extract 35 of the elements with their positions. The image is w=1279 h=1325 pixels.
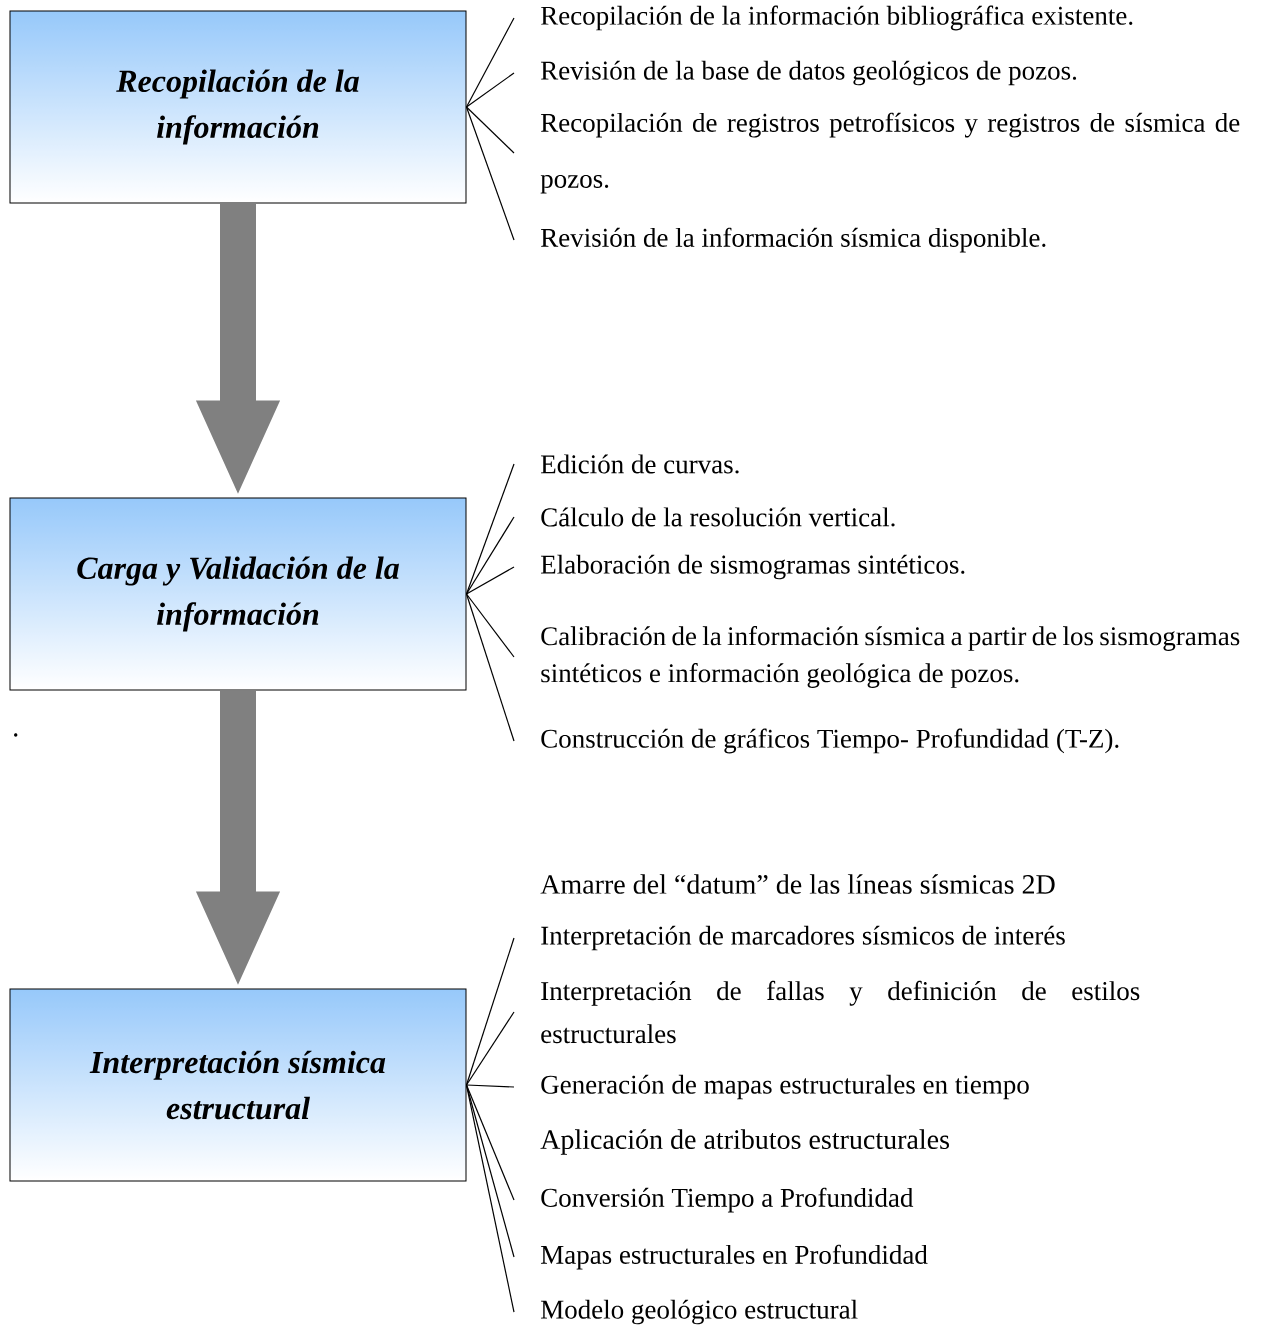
- item-text: Interpretación de marcadores sísmicos de interés: [541, 925, 1065, 951]
- leader-line: [465, 937, 515, 1086]
- leader-line: [465, 516, 515, 595]
- leader-line: [465, 1011, 515, 1086]
- leader-line: [465, 106, 515, 154]
- item-text: Mapas estructurales en Profundidad: [541, 1244, 928, 1270]
- item-text: Revisión de la base de datos geológicos de pozos.: [541, 60, 1077, 86]
- item-text: Modelo geológico estructural: [541, 1299, 858, 1325]
- leader-line: [465, 593, 515, 742]
- note-text: Amarre del “datum” de las líneas sísmicas 2D: [540, 874, 1055, 894]
- item-text: Interpretación de fallas y definición de estilos estructurales: [541, 980, 1140, 1044]
- leader-line: [465, 566, 515, 595]
- leader-line: [465, 17, 515, 108]
- leader-line: [465, 1084, 515, 1088]
- item-text: Elaboración de sismogramas sintéticos.: [541, 554, 965, 580]
- item-text: Cálculo de la resolución vertical.: [541, 507, 895, 527]
- leader-line: [465, 106, 515, 241]
- item-text: Recopilación de registros petrofísicos y registros de sísmica de pozos.: [540, 112, 1240, 194]
- leader-line: [465, 1084, 515, 1313]
- leader-line: [465, 463, 515, 595]
- item-text: Generación de mapas estructurales en tiempo: [541, 1074, 1029, 1100]
- process-box: Interpretación sísmica estructural: [9, 988, 467, 1182]
- item-text: Calibración de la información sísmica a partir de los sismogramas sintéticos e información geológica de pozos.: [541, 626, 1240, 688]
- note-text: .: [14, 733, 18, 737]
- item-text: Revisión de la información sísmica disponible.: [541, 227, 1046, 253]
- leader-line: [465, 593, 515, 658]
- process-box: Recopilación de la información: [9, 10, 467, 204]
- leader-line: [465, 1084, 515, 1258]
- leader-line: [465, 72, 515, 108]
- item-text: Edición de curvas.: [541, 454, 739, 474]
- item-text: Recopilación de la información bibliográfica existente.: [541, 5, 1133, 31]
- item-text: Construcción de gráficos Tiempo- Profundidad (T-Z).: [541, 728, 1119, 754]
- note-text: Aplicación de atributos estructurales: [540, 1129, 949, 1155]
- item-text: Conversión Tiempo a Profundidad: [541, 1187, 914, 1213]
- process-box: Carga y Validación de la información: [9, 497, 467, 691]
